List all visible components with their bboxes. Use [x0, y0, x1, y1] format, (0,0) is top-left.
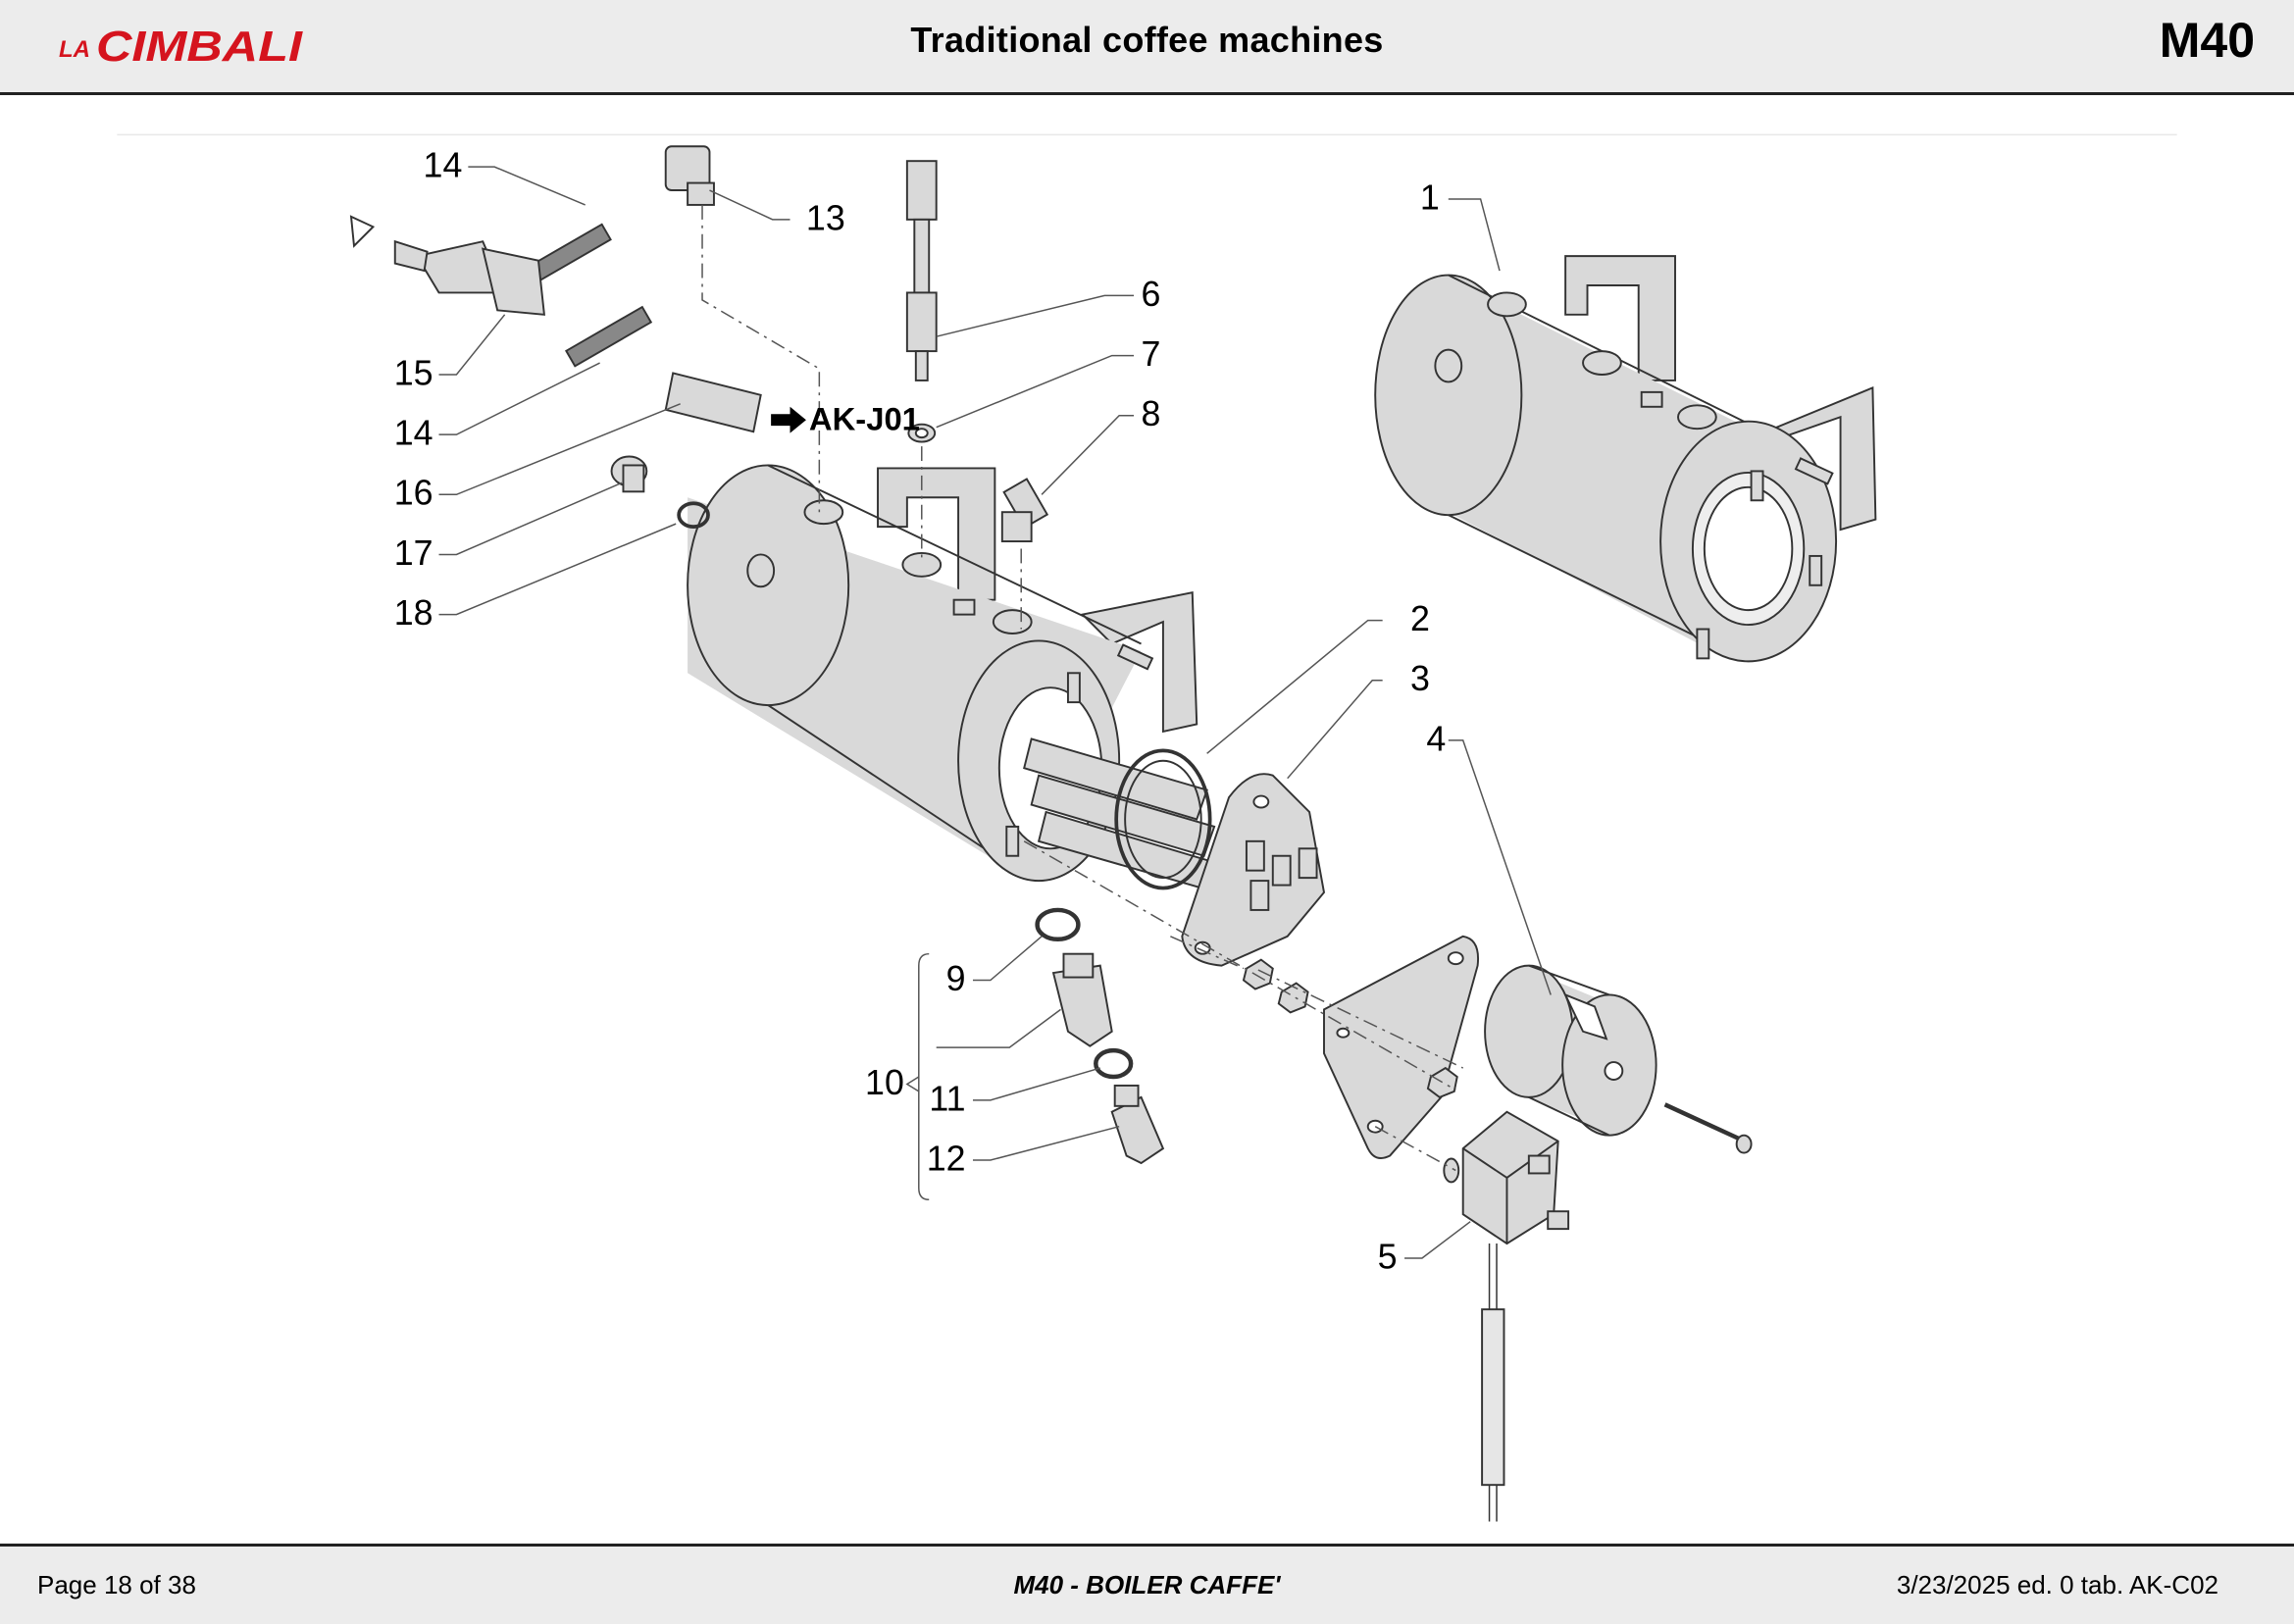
callout-16: 16: [394, 474, 433, 513]
callout-4: 4: [1426, 719, 1446, 758]
callout-12: 12: [927, 1139, 966, 1178]
pressure-fittings: [1035, 907, 1165, 1165]
callout-2: 2: [1410, 599, 1430, 638]
document-title: Traditional coffee machines: [910, 20, 1384, 60]
mounting-bracket: [1323, 935, 1480, 1159]
callout-15: 15: [394, 353, 433, 392]
callout-13: 13: [806, 198, 845, 237]
boiler-exploded: [687, 464, 1198, 883]
screw: [1663, 1102, 1740, 1141]
heating-element-flange: [1181, 773, 1326, 967]
model-code: M40: [2159, 13, 2255, 68]
page-footer: Page 18 of 38 M40 - BOILER CAFFE' 3/23/2…: [0, 1544, 2294, 1624]
reference-arrow: AK-J01: [771, 401, 920, 437]
callout-17: 17: [394, 533, 433, 573]
boiler-assembled: [1374, 255, 1877, 663]
callout-14-top: 14: [424, 146, 463, 185]
logo-name: CIMBALI: [96, 23, 303, 71]
callout-14-lower: 14: [394, 414, 433, 453]
logo-prefix: LA: [59, 36, 90, 63]
element-cover: [1484, 964, 1657, 1137]
callout-18: 18: [394, 593, 433, 633]
callout-8: 8: [1142, 394, 1161, 433]
section-title: M40 - BOILER CAFFE': [1013, 1570, 1281, 1599]
nut: [1426, 1066, 1458, 1098]
callout-3: 3: [1410, 659, 1430, 698]
edition-info: 3/23/2025 ed. 0 tab. AK-C02: [1896, 1570, 2218, 1599]
page-number: Page 18 of 38: [37, 1570, 196, 1599]
reference-label: AK-J01: [809, 401, 920, 437]
callout-11: 11: [929, 1079, 965, 1118]
level-probe: [905, 160, 938, 381]
callout-9: 9: [946, 959, 966, 998]
nut: [1277, 982, 1309, 1014]
thermostat: [1443, 1110, 1570, 1522]
heating-element-rods: [1023, 737, 1219, 891]
callout-numbers: 1 2 3 4 5 6 7 8 9 10 11 12 13 14 14 15 1…: [394, 146, 1447, 1277]
callout-7: 7: [1142, 334, 1161, 374]
gasket: [1114, 748, 1212, 890]
page-header: LA CIMBALI Traditional coffee machines M…: [0, 0, 2294, 95]
fitting-assembly: [349, 145, 762, 529]
callout-6: 6: [1142, 275, 1161, 314]
elbow-fitting: [1000, 478, 1049, 542]
la-cimbali-logo: LA CIMBALI: [59, 23, 303, 71]
callout-5: 5: [1378, 1237, 1398, 1276]
callout-1: 1: [1420, 178, 1440, 217]
callout-10: 10: [865, 1063, 904, 1102]
nut: [1242, 958, 1274, 990]
